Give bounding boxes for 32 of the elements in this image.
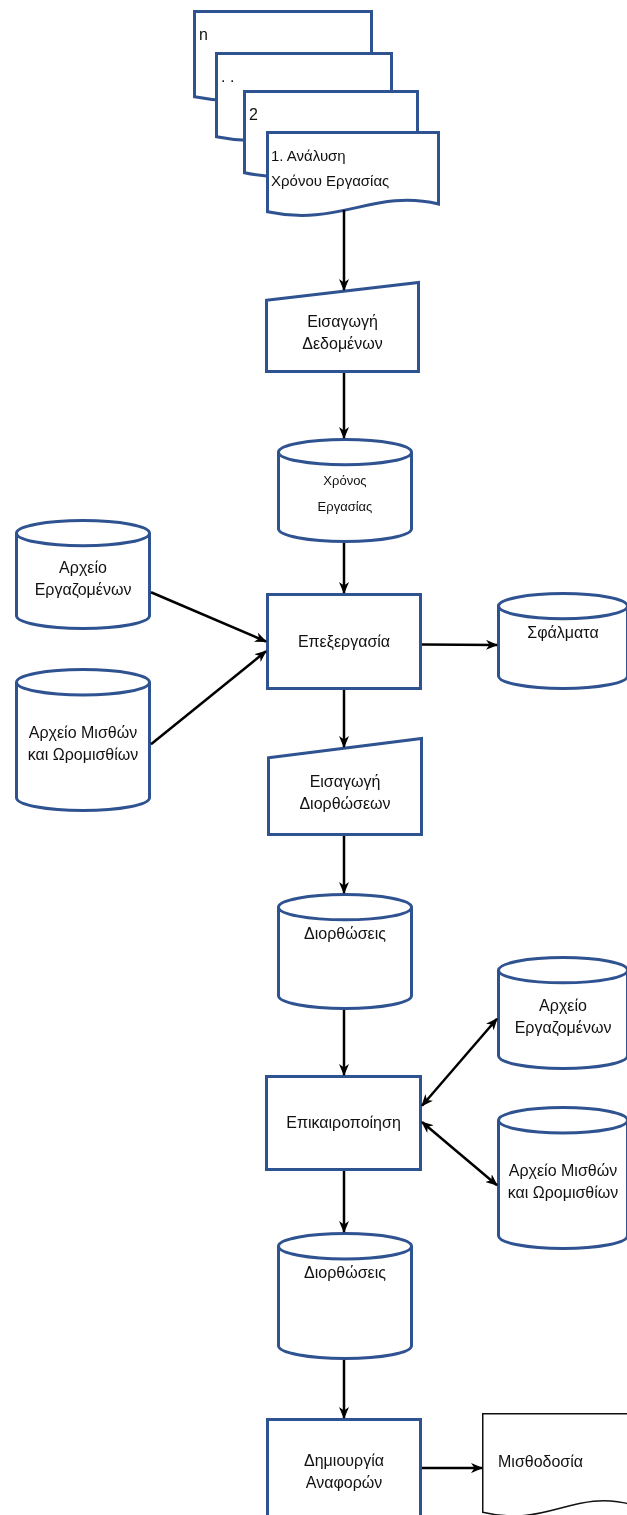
arrow [339,836,349,894]
node-label: Διορθώσεις [303,1263,387,1283]
arrow [150,650,267,746]
node-label: Μισθοδοσία [497,1452,585,1472]
node-label: Δημιουργία Αναφορών [303,1451,385,1493]
arrow [422,639,498,650]
node-label: Αρχείο Εργαζομένων [33,557,133,600]
node-label: 2 [248,105,259,125]
node-label: Εισαγωγή Δεδομένων [301,312,384,354]
arrow [339,690,349,749]
node-label: Διορθώσεις [303,924,387,944]
node-label: Εισαγωγή Διορθώσεων [298,771,392,814]
node-label: Χρόνος Εργασίας [316,472,374,516]
arrow [150,591,267,643]
arrow [339,1360,349,1419]
arrow [339,210,349,291]
arrow [339,1010,349,1076]
arrow [339,543,349,594]
node-label: Επικαιροποίηση [285,1113,402,1133]
node-label: Αρχείο Μισθών και Ωρομισθίων [26,723,140,765]
node-label: 1. Ανάλυση Χρόνου Εργασίας [270,146,391,191]
arrow [421,1017,498,1107]
node-label: Αρχείο Εργαζομένων [513,996,613,1038]
arrow [422,1463,483,1474]
node-label: n [198,25,209,45]
node-label: Επεξεργασία [296,631,392,652]
arrow [339,373,349,439]
node-label: . . [220,67,236,87]
arrow [421,1121,498,1187]
node-label: Σφάλματα [526,623,600,643]
arrow [339,1171,349,1233]
node-label: Αρχείο Μισθών και Ωρομισθίων [506,1161,620,1203]
